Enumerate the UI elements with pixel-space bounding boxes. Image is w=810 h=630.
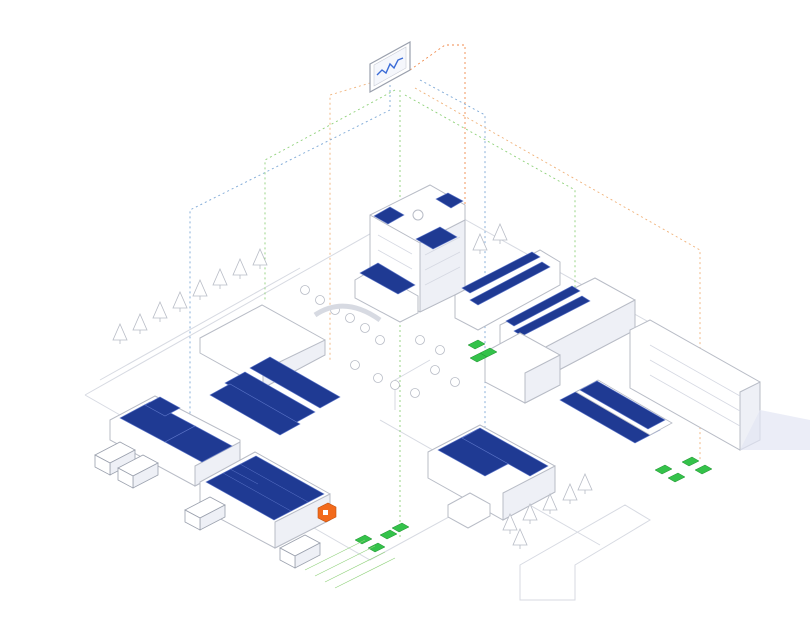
tree-icon bbox=[375, 335, 385, 345]
factory-west-panels bbox=[119, 396, 233, 463]
tree-icon bbox=[152, 301, 168, 322]
tree-icon bbox=[212, 268, 228, 289]
road-link bbox=[394, 359, 431, 410]
tree-icon bbox=[300, 285, 310, 295]
tree-icon bbox=[492, 223, 508, 244]
ev-parking-south bbox=[354, 522, 410, 553]
data-line-west-2 bbox=[264, 89, 396, 300]
tree-group bbox=[112, 223, 593, 549]
tree-icon bbox=[112, 323, 128, 344]
charger-icon bbox=[317, 502, 337, 523]
truck-icon bbox=[94, 441, 136, 476]
tree-icon bbox=[132, 313, 148, 334]
factory-west bbox=[109, 395, 241, 487]
road-west-end bbox=[84, 394, 121, 416]
tree-icon bbox=[502, 513, 518, 534]
hq-roof-vent bbox=[412, 209, 424, 221]
tree-icon bbox=[542, 493, 558, 514]
tree-icon bbox=[577, 473, 593, 494]
tree-icon bbox=[172, 291, 188, 312]
tree-icon bbox=[435, 345, 445, 355]
tree-icon bbox=[562, 483, 578, 504]
tree-icon bbox=[373, 373, 383, 383]
monitor-icon bbox=[369, 40, 411, 94]
residential-row bbox=[629, 319, 810, 451]
road-south-curve bbox=[519, 504, 651, 601]
parking-grid-lines bbox=[304, 539, 396, 589]
hq-roof-panels bbox=[373, 192, 464, 250]
tree-icon bbox=[360, 323, 370, 333]
tree-icon bbox=[430, 365, 440, 375]
data-line-west bbox=[189, 85, 391, 440]
road-south bbox=[299, 499, 481, 561]
ev-parking-center bbox=[467, 339, 498, 363]
tree-icon bbox=[252, 248, 268, 269]
tree-icon bbox=[232, 258, 248, 279]
road-inner-west bbox=[99, 267, 301, 381]
tree-icon bbox=[410, 388, 420, 398]
tree-icon bbox=[522, 503, 538, 524]
carport-east bbox=[559, 379, 673, 444]
tree-icon bbox=[345, 313, 355, 323]
tree-icon bbox=[315, 295, 325, 305]
office-block-east bbox=[454, 249, 561, 331]
ev-parking-east bbox=[654, 456, 713, 483]
tree-icon bbox=[350, 360, 360, 370]
data-line-orange bbox=[409, 44, 466, 310]
hq-wing-panels bbox=[359, 262, 416, 295]
truck-icon bbox=[184, 496, 226, 531]
hq-building bbox=[354, 184, 466, 323]
tree-icon bbox=[512, 528, 528, 549]
warehouse-west bbox=[199, 304, 326, 389]
tree-icon bbox=[390, 380, 400, 390]
office-block-low bbox=[484, 332, 561, 404]
truck-icon bbox=[279, 534, 321, 569]
central-building bbox=[427, 424, 556, 529]
tree-icon bbox=[472, 233, 488, 254]
truck-icon bbox=[117, 454, 159, 489]
tree-icon bbox=[450, 377, 460, 387]
tree-icon bbox=[192, 279, 208, 300]
plaza-arc bbox=[313, 303, 382, 323]
carport-west bbox=[209, 356, 341, 436]
tree-icon bbox=[415, 335, 425, 345]
